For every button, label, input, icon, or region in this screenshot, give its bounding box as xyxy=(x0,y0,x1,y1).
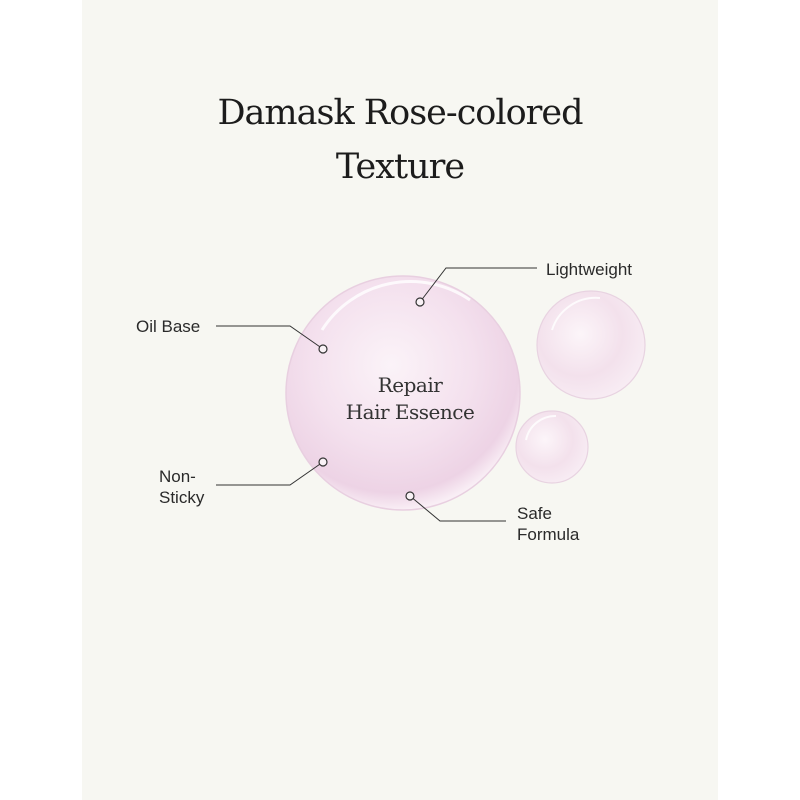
product-line-1: Repair xyxy=(377,373,443,397)
dot-non-sticky xyxy=(318,457,328,467)
title-line-2: Texture xyxy=(335,147,465,187)
small-droplet-highlight xyxy=(525,414,557,441)
medium-droplet-highlight xyxy=(551,296,601,331)
product-line-2: Hair Essence xyxy=(345,400,475,424)
label-non-sticky: Non- Sticky xyxy=(159,466,204,508)
label-non-sticky-line-2: Sticky xyxy=(159,488,205,507)
leader-oil-base xyxy=(216,325,324,350)
dot-lightweight xyxy=(415,297,425,307)
small-droplet xyxy=(515,410,589,484)
large-droplet xyxy=(285,275,521,511)
leader-lightweight xyxy=(419,267,537,303)
label-safe-formula-line-1: Safe xyxy=(517,504,552,523)
label-non-sticky-line-1: Non- xyxy=(159,467,196,486)
label-lightweight: Lightweight xyxy=(546,260,633,279)
page-title: Damask Rose-colored Texture xyxy=(82,86,718,194)
medium-droplet xyxy=(536,290,646,400)
label-oil-base: Oil Base xyxy=(136,317,201,336)
title-line-1: Damask Rose-colored xyxy=(217,93,584,133)
label-safe-formula-line-2: Formula xyxy=(517,525,580,544)
dot-oil-base xyxy=(318,344,328,354)
callout-dots xyxy=(318,297,425,501)
product-name: Repair Hair Essence xyxy=(300,372,520,426)
label-safe-formula: Safe Formula xyxy=(517,503,579,545)
large-droplet-highlight xyxy=(320,280,471,331)
leader-non-sticky xyxy=(216,461,324,486)
leader-safe-formula xyxy=(409,495,506,522)
dot-safe-formula xyxy=(405,491,415,501)
leader-lines xyxy=(216,267,537,522)
